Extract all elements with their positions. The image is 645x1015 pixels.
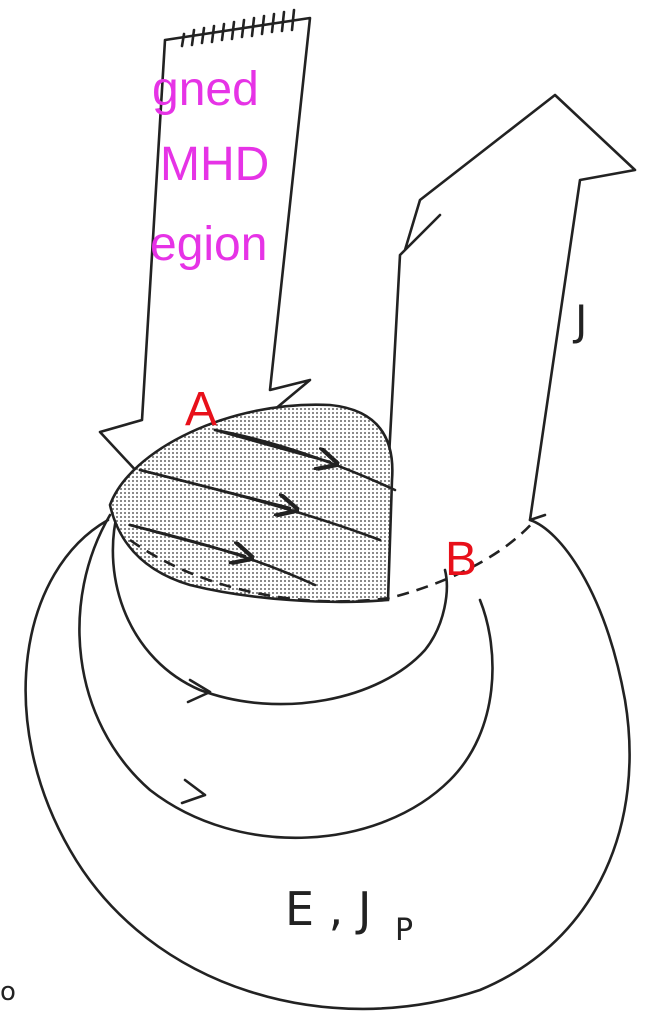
overlay-line-1: gned	[152, 63, 259, 116]
loop-arrow-1	[182, 780, 205, 803]
loop-arrow-2	[188, 680, 210, 702]
point-a-label: A	[185, 383, 217, 436]
mhd-region-shading	[110, 405, 392, 602]
current-j-label: J	[572, 296, 587, 345]
field-label-subscript: P	[395, 913, 413, 948]
overlay-line-2: MHD	[160, 138, 269, 191]
field-label: E , J	[285, 882, 372, 936]
outgoing-current-arrow	[385, 95, 635, 530]
edge-mark: o	[0, 977, 16, 1007]
overlay-line-3: egion	[150, 218, 267, 271]
point-b-label: B	[445, 533, 477, 586]
